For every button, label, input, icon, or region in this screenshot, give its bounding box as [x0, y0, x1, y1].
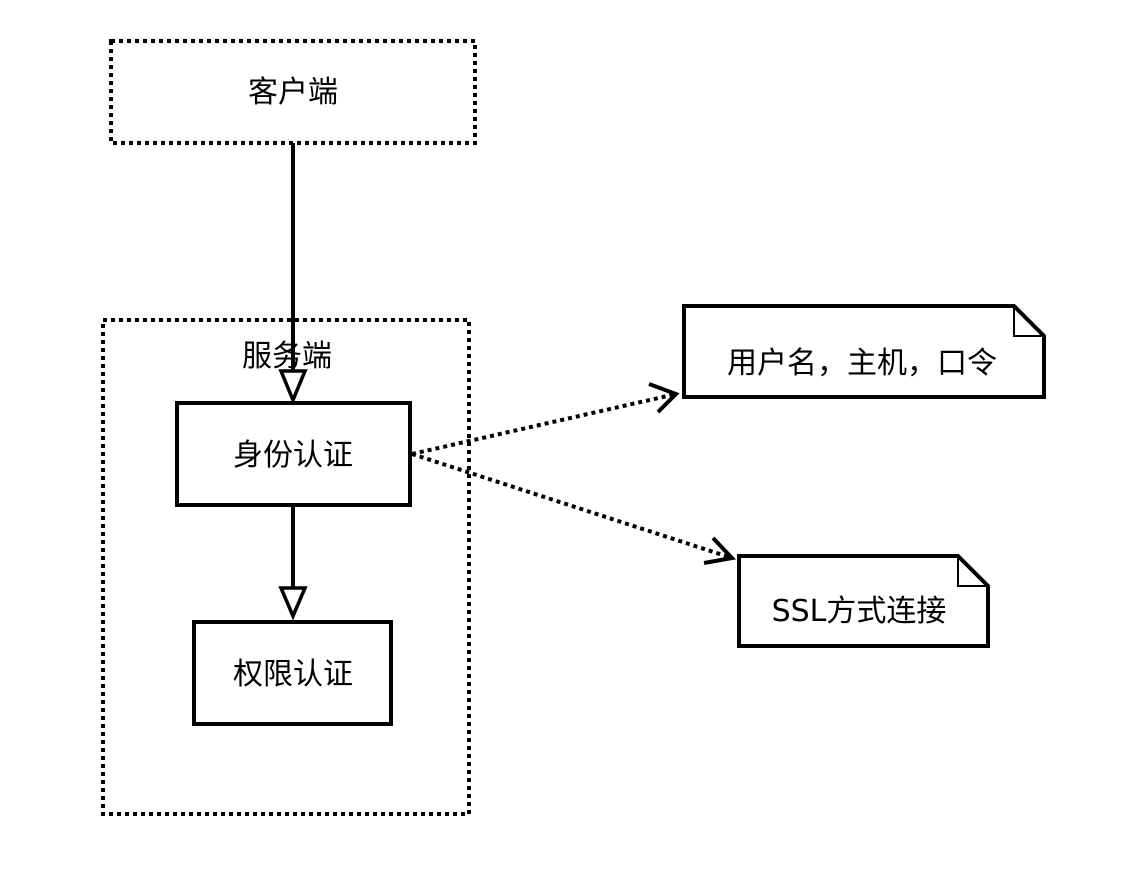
note-ssl-label: SSL方式连接 [772, 594, 947, 629]
permission-auth-box [192, 620, 393, 726]
open-arrow-icon [648, 382, 680, 414]
permission-auth-label: 权限认证 [233, 657, 353, 692]
note-credentials: 用户名，主机，口令 [682, 304, 1046, 399]
open-arrow-icon [703, 536, 737, 565]
note-shape [737, 554, 990, 648]
permission-auth-node: 权限认证 [192, 620, 393, 726]
dotted-edge-line [411, 452, 733, 560]
server-frame [101, 318, 471, 816]
client-label: 客户端 [248, 75, 338, 110]
edge-identity-to-permission [278, 505, 308, 621]
hollow-triangle-arrow-icon [278, 586, 308, 621]
note-fold-corner [1013, 306, 1044, 337]
edge-identity-to-ssl [411, 452, 737, 565]
identity-auth-node: 身份认证 [175, 401, 412, 507]
client-node: 客户端 [109, 39, 477, 145]
identity-auth-box [175, 401, 412, 507]
server-container [101, 318, 471, 816]
note-shape [682, 304, 1046, 399]
server-label: 服务端 [242, 339, 332, 374]
note-credentials-label: 用户名，主机，口令 [727, 346, 997, 381]
identity-auth-label: 身份认证 [233, 438, 353, 473]
note-ssl: SSL方式连接 [737, 554, 990, 648]
note-fold-corner [957, 556, 988, 587]
dotted-edge-line [411, 392, 677, 456]
edge-identity-to-credentials [411, 382, 680, 456]
hollow-triangle-arrow-icon [278, 369, 308, 405]
edge-client-to-identity [278, 143, 308, 405]
